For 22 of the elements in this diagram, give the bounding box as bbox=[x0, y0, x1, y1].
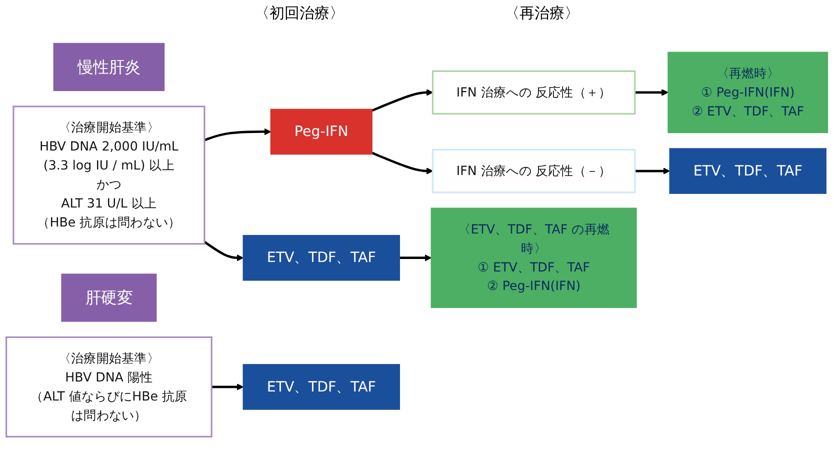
node-box: Peg-IFN bbox=[270, 108, 372, 155]
node-box: IFN 治療への 反応性（－） bbox=[432, 148, 636, 194]
column-heading: 〈再治療〉 bbox=[504, 4, 580, 24]
arrow bbox=[634, 88, 668, 96]
node-box: 肝硬変 bbox=[61, 274, 157, 322]
node-box: 〈再燃時〉 ① Peg-IFN(IFN) ② ETV、TDF、TAF bbox=[668, 52, 828, 134]
arrow bbox=[204, 240, 244, 262]
node-box: 慢性肝炎 bbox=[53, 42, 165, 92]
arrow bbox=[212, 383, 244, 390]
arrow bbox=[372, 152, 434, 174]
arrow bbox=[400, 254, 432, 262]
node-box: ETV、TDF、TAF bbox=[242, 234, 400, 281]
column-heading: 〈初回治療〉 bbox=[254, 4, 344, 24]
arrow bbox=[204, 128, 272, 142]
node-box: 〈ETV、TDF、TAF の再燃時〉 ① ETV、TDF、TAF ② Peg-IFN(IFN) bbox=[430, 208, 637, 308]
arrow bbox=[634, 168, 670, 174]
node-box: 〈治療開始基準〉 HBV DNA 陽性 （ALT 値ならびにHBe 抗原は問わない） bbox=[6, 336, 212, 438]
arrow bbox=[372, 88, 434, 112]
node-box: IFN 治療への 反応性（＋） bbox=[432, 70, 636, 115]
node-box: ETV、TDF、TAF bbox=[669, 148, 826, 194]
node-box: ETV、TDF、TAF bbox=[242, 364, 400, 410]
node-box: 〈治療開始基準〉 HBV DNA 2,000 IU/mL (3.3 log IU / mL) 以上 かつ ALT 31 U/L 以上 （HBe 抗原は問わない） bbox=[12, 106, 206, 245]
